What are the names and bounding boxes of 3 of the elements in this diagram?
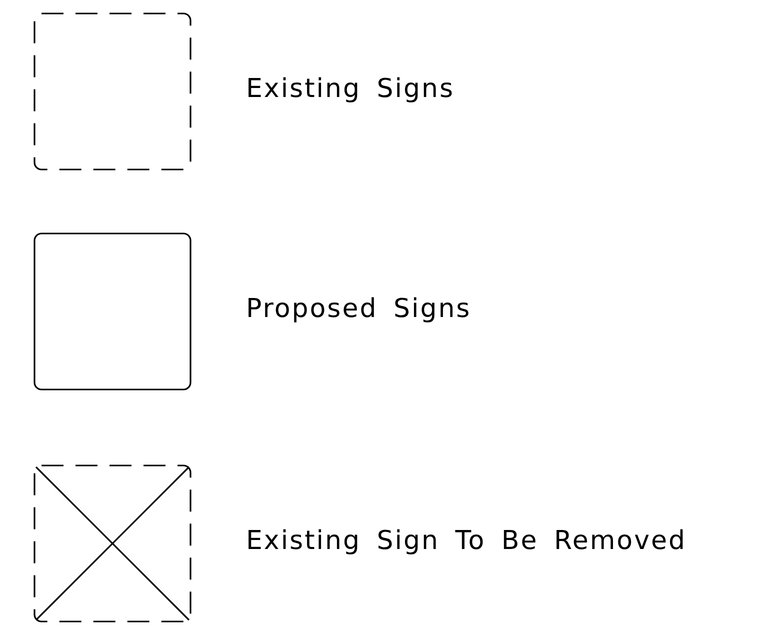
legend-label: Proposed Signs [246, 294, 472, 324]
legend-label: Existing Signs [246, 74, 455, 104]
legend-label: Existing Sign To Be Removed [246, 526, 686, 556]
